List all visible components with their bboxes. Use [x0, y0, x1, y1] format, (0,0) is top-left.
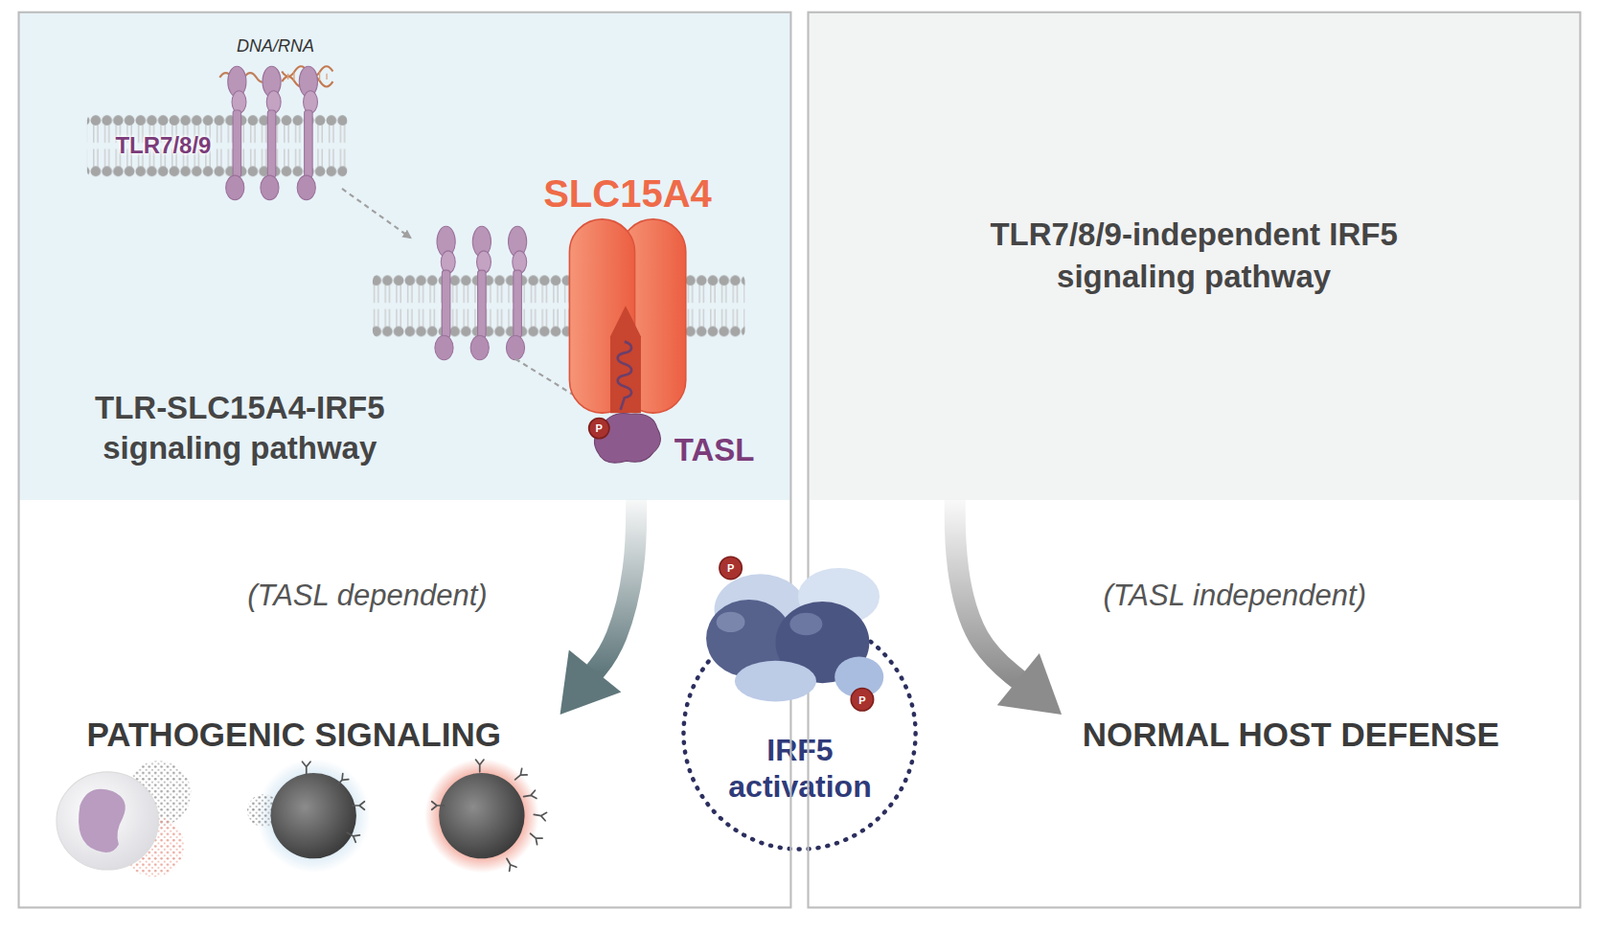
outcome-box: NORMAL HOST DEFENSE — [1061, 714, 1521, 761]
tlr-receptor — [297, 66, 318, 200]
irf5-protein — [714, 573, 807, 646]
antibody — [527, 830, 543, 846]
phospho-mark: P — [727, 563, 734, 574]
stimulus-label: DNA/RNA — [236, 37, 315, 55]
pathway-band: TLR7/8/9-independent IRF5 signaling path… — [808, 12, 1581, 501]
tlr-receptor — [226, 66, 247, 200]
activation-circle: IRF5 activation — [681, 615, 918, 852]
antibody — [475, 759, 484, 773]
outcome-box: PATHOGENIC SIGNALING — [50, 714, 582, 884]
trafficking-arrow — [342, 188, 411, 238]
irf5-protein — [706, 599, 792, 678]
antibody — [432, 801, 445, 811]
dna-strand — [281, 76, 333, 88]
phosphate-circle — [719, 556, 742, 579]
tlr-receptor — [505, 226, 526, 360]
panel-outline — [808, 12, 1581, 909]
lipid-bilayer — [87, 114, 347, 178]
tlr-receptor — [260, 66, 281, 200]
cell-icon — [438, 773, 525, 859]
antibody — [352, 801, 366, 811]
dna-rungs — [288, 72, 327, 82]
terminal-helix — [617, 342, 632, 411]
transporter-label: SLC15A4 — [543, 174, 712, 213]
irf5-protein — [716, 612, 746, 633]
transporter-half — [569, 219, 635, 413]
antibody — [502, 856, 517, 871]
phospho-mark: P — [858, 694, 866, 706]
cell-icon — [56, 772, 159, 870]
tasl-protein — [594, 412, 661, 463]
irf5-protein — [734, 661, 817, 703]
panel-outline — [19, 12, 792, 909]
antibody — [523, 790, 537, 801]
phospho-mark: P — [595, 423, 603, 435]
irf5-protein — [775, 601, 869, 684]
phosphate-circle — [850, 688, 873, 711]
cell-glow — [256, 758, 371, 873]
lipid-bilayer — [372, 274, 746, 338]
node-text: TLR-SLC15A4-IRF5 signaling pathway — [71, 388, 409, 470]
receptor-label: TLR7/8/9 — [114, 134, 211, 158]
flow-arrow — [955, 500, 1020, 681]
node-text: NORMAL HOST DEFENSE — [1061, 714, 1521, 756]
phosphate-circle — [589, 417, 610, 438]
tlr-receptor — [470, 226, 491, 360]
antibody — [533, 810, 548, 822]
irf5-protein — [834, 657, 884, 699]
irf5-protein — [789, 613, 823, 636]
antibody — [344, 829, 360, 844]
cell-glow — [424, 758, 539, 873]
adaptor-label: TASL — [674, 433, 755, 465]
cytokine-cloud — [125, 760, 191, 826]
rna-strand — [219, 72, 269, 83]
cell-icon — [270, 773, 356, 859]
flow-arrow — [594, 500, 637, 673]
dashed-circle — [684, 617, 916, 850]
dna-strand — [281, 66, 333, 77]
node-text: TLR7/8/9-independent IRF5 signaling path… — [979, 213, 1408, 299]
cell-nucleus — [78, 789, 126, 853]
transporter-half — [620, 219, 686, 413]
edge-label: (TASL independent) — [1102, 579, 1367, 610]
node-text: PATHOGENIC SIGNALING — [50, 714, 537, 756]
edge-label: (TASL dependent) — [247, 579, 487, 610]
antibody — [512, 768, 527, 783]
pathway-band: TLR-SLC15A4-IRF5 signaling pathway — [18, 12, 791, 501]
irf5-protein — [798, 568, 880, 626]
antibody — [334, 774, 349, 789]
tlr-receptor — [434, 226, 456, 360]
node-text: IRF5 activation — [712, 731, 887, 806]
cytokine-cloud — [122, 816, 184, 878]
transporter-cavity — [610, 305, 641, 413]
antibody — [301, 761, 311, 775]
cytokine-cloud — [247, 794, 280, 827]
trafficking-arrow — [515, 359, 589, 405]
